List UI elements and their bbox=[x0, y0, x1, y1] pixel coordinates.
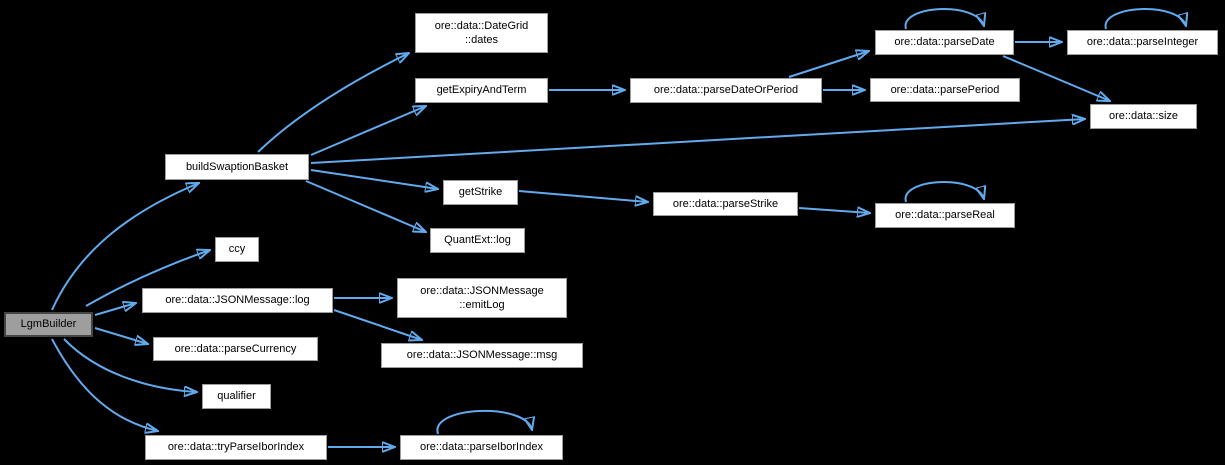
edge-parseiborindex-self-loop bbox=[436, 409, 532, 435]
edge-lgmbuilder-to-ccy bbox=[85, 250, 210, 307]
node-parsereal[interactable]: ore::data::parseReal bbox=[875, 203, 1015, 228]
edge-parsedate-to-size bbox=[1002, 55, 1110, 101]
node-buildswaptionbasket[interactable]: buildSwaptionBasket bbox=[165, 154, 309, 180]
node-size[interactable]: ore::data::size bbox=[1090, 104, 1197, 129]
edge-buildswaptionbasket-to-getstrike bbox=[310, 169, 438, 189]
node-tryparseiborindex[interactable]: ore::data::tryParseIborIndex bbox=[145, 435, 327, 460]
node-parsestrike[interactable]: ore::data::parseStrike bbox=[653, 192, 798, 216]
node-getstrike[interactable]: getStrike bbox=[443, 180, 518, 205]
edge-lgmbuilder-to-qualifier bbox=[63, 338, 197, 392]
edge-buildswaptionbasket-to-getexpiryandterm bbox=[310, 106, 426, 156]
node-parsedateorperiod[interactable]: ore::data::parseDateOrPeriod bbox=[630, 78, 822, 103]
node-parseperiod[interactable]: ore::data::parsePeriod bbox=[870, 78, 1020, 102]
edge-lgmbuilder-to-jsonmessage-log bbox=[94, 303, 136, 316]
node-jsonmessage-msg[interactable]: ore::data::JSONMessage::msg bbox=[381, 343, 583, 368]
node-parseinteger[interactable]: ore::data::parseInteger bbox=[1067, 30, 1218, 55]
node-getexpiryandterm[interactable]: getExpiryAndTerm bbox=[415, 78, 548, 103]
edge-parsestrike-to-parsereal bbox=[798, 208, 870, 213]
node-parsedate[interactable]: ore::data::parseDate bbox=[875, 30, 1014, 55]
node-jsonmessage-emitlog[interactable]: ore::data::JSONMessage ::emitLog bbox=[397, 278, 567, 318]
node-ccy[interactable]: ccy bbox=[215, 237, 259, 262]
edge-buildswaptionbasket-to-dategrid-dates bbox=[257, 53, 409, 153]
edge-getstrike-to-parsestrike bbox=[518, 190, 648, 202]
edge-parsedateorperiod-to-parsedate bbox=[788, 51, 869, 78]
edge-parsereal-self-loop bbox=[904, 181, 984, 203]
edge-lgmbuilder-to-tryparseiborindex bbox=[51, 338, 158, 431]
edge-buildswaptionbasket-to-size bbox=[310, 119, 1085, 164]
edge-parseinteger-self-loop bbox=[1104, 8, 1186, 30]
edge-parsedate-self-loop bbox=[904, 8, 984, 30]
edge-jsonmessage-log-to-msg bbox=[333, 309, 422, 340]
node-dategrid-dates[interactable]: ore::data::DateGrid ::dates bbox=[415, 13, 548, 53]
edge-lgmbuilder-to-buildswaptionbasket bbox=[51, 183, 199, 311]
edge-buildswaptionbasket-to-quantext-log bbox=[305, 180, 426, 232]
node-lgmbuilder[interactable]: LgmBuilder bbox=[4, 312, 93, 337]
node-quantext-log[interactable]: QuantExt::log bbox=[430, 228, 525, 253]
edge-lgmbuilder-to-parsecurrency bbox=[94, 327, 148, 344]
node-qualifier[interactable]: qualifier bbox=[202, 384, 271, 409]
node-jsonmessage-log[interactable]: ore::data::JSONMessage::log bbox=[142, 288, 333, 313]
node-parseiborindex[interactable]: ore::data::parseIborIndex bbox=[400, 435, 563, 460]
node-parsecurrency[interactable]: ore::data::parseCurrency bbox=[153, 337, 318, 361]
